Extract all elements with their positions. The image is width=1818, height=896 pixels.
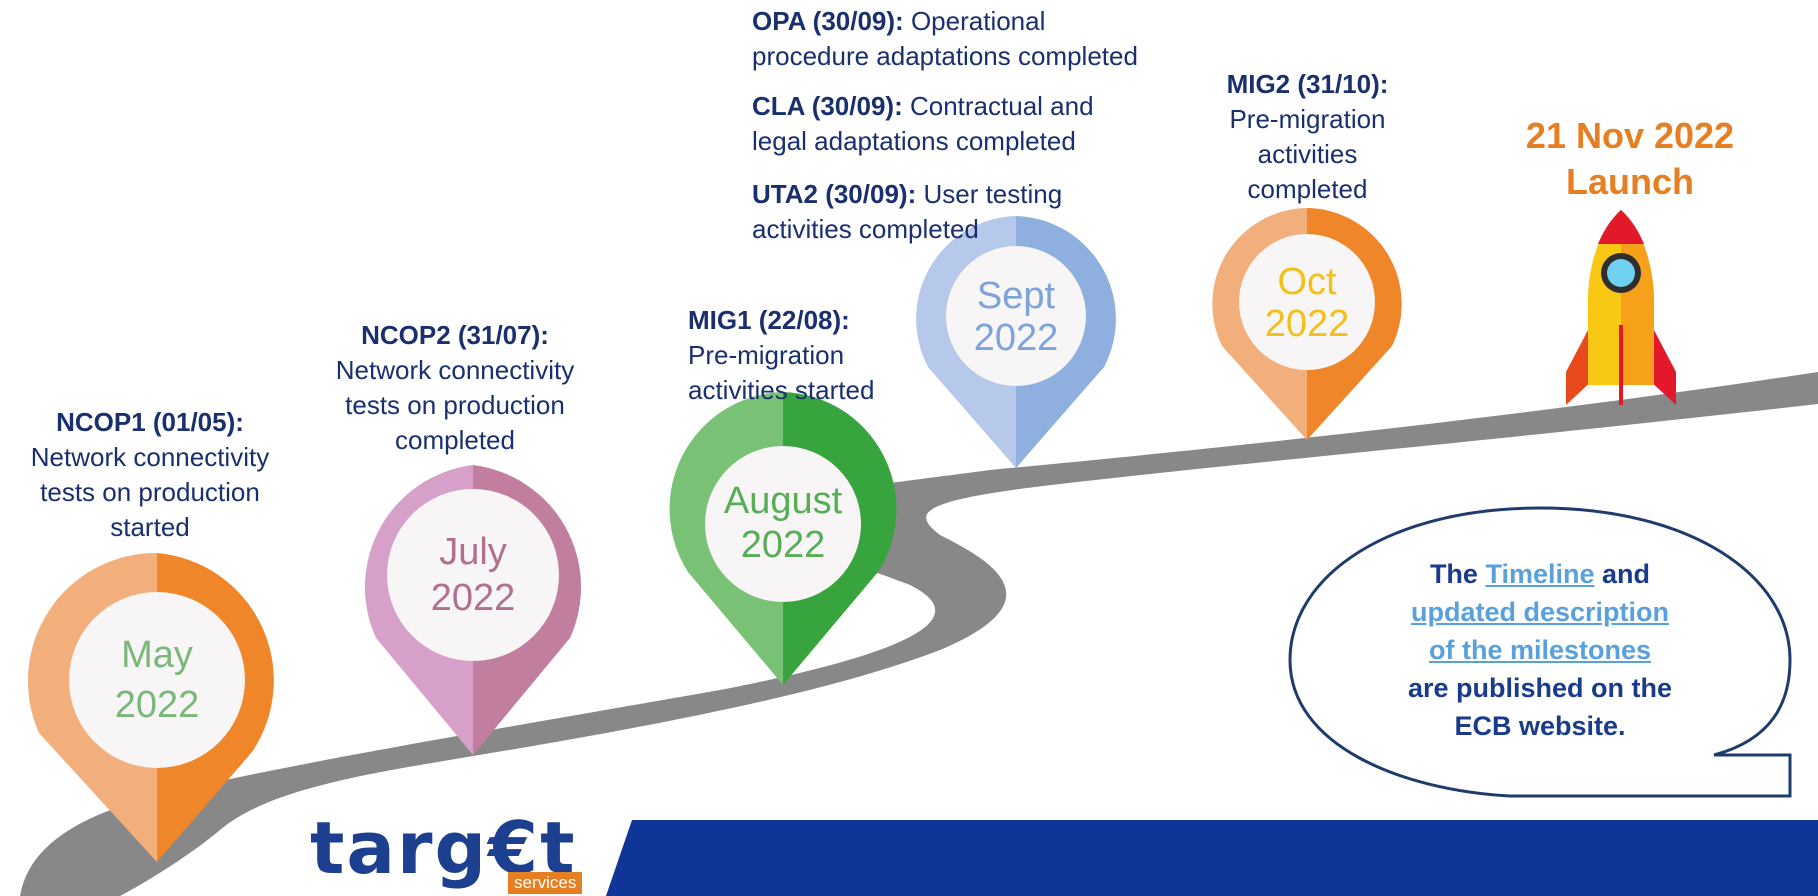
bubble-line4: are published on the xyxy=(1407,673,1673,703)
milestone-mig2-line1: Pre-migration xyxy=(1229,104,1386,134)
milestone-opa-code: OPA (30/09): xyxy=(752,6,904,36)
milestone-opa-desc: Operational xyxy=(910,6,1046,36)
pin-sept: Sept 2022 xyxy=(916,216,1116,468)
target-services-logo: targ€t services xyxy=(310,806,610,896)
milestone-opa-line2: procedure adaptations completed xyxy=(752,41,1138,71)
bubble-and: and xyxy=(1602,559,1651,589)
milestone-uta2-code: UTA2 (30/09): xyxy=(752,179,917,209)
milestone-cla-line2: legal adaptations completed xyxy=(752,126,1076,156)
milestone-uta2-line2: activities completed xyxy=(752,214,979,244)
pin-may-face xyxy=(69,592,245,768)
milestone-ncop1: NCOP1 (01/05): Network connectivity test… xyxy=(0,405,300,545)
milestones-description-link-line1[interactable]: updated description xyxy=(1410,597,1670,627)
pin-august: August 2022 xyxy=(669,392,897,685)
pin-sept-face xyxy=(946,246,1086,386)
milestone-uta2-desc: User testing xyxy=(923,179,1063,209)
pin-july: July 2022 xyxy=(364,465,582,755)
milestone-mig2-line3: completed xyxy=(1247,174,1368,204)
pin-august-face xyxy=(705,446,861,602)
pin-july-year: 2022 xyxy=(431,577,516,619)
footer-band xyxy=(606,820,1818,896)
pin-oct-year: 2022 xyxy=(1265,303,1350,345)
launch-label: 21 Nov 2022 Launch xyxy=(1480,113,1780,205)
pin-oct-month: Oct xyxy=(1277,261,1337,303)
milestone-uta2: UTA2 (30/09): User testing activities co… xyxy=(752,177,1212,247)
milestone-ncop1-code: NCOP1 (01/05): xyxy=(56,407,244,437)
milestone-mig1: MIG1 (22/08): Pre-migration activities s… xyxy=(688,303,988,408)
pin-may-year: 2022 xyxy=(115,684,200,726)
bubble-the: The xyxy=(1429,559,1478,589)
milestone-mig1-line2: activities started xyxy=(688,375,875,405)
milestone-ncop1-line3: started xyxy=(110,512,190,542)
milestone-mig1-line1: Pre-migration xyxy=(688,340,845,370)
milestone-ncop2-code: NCOP2 (31/07): xyxy=(361,320,549,350)
road xyxy=(20,372,1818,896)
milestone-mig2-code: MIG2 (31/10): xyxy=(1226,69,1389,99)
launch-text: Launch xyxy=(1565,161,1694,202)
speech-bubble xyxy=(1288,506,1792,798)
pin-july-face xyxy=(387,489,559,661)
pin-sept-month: Sept xyxy=(977,275,1056,317)
rocket-icon xyxy=(1566,210,1676,405)
pin-august-year: 2022 xyxy=(741,524,826,566)
pin-sept-year: 2022 xyxy=(974,317,1059,359)
logo-subtitle: services xyxy=(508,872,583,894)
milestone-ncop1-line2: tests on production xyxy=(40,477,260,507)
bubble-line5: ECB website. xyxy=(1454,711,1626,741)
launch-date: 21 Nov 2022 xyxy=(1525,115,1735,156)
milestone-ncop2-line2: tests on production xyxy=(345,390,565,420)
pin-may: May 2022 xyxy=(27,552,274,862)
pin-oct: Oct 2022 xyxy=(1212,208,1402,440)
milestone-cla-desc: Contractual and xyxy=(909,91,1094,121)
pin-may-month: May xyxy=(121,634,193,676)
milestone-opa: OPA (30/09): Operational procedure adapt… xyxy=(752,4,1212,74)
pin-july-month: July xyxy=(439,531,507,573)
milestone-ncop2-line3: completed xyxy=(395,425,515,455)
milestone-ncop1-line1: Network connectivity xyxy=(30,442,270,472)
milestone-cla: CLA (30/09): Contractual and legal adapt… xyxy=(752,89,1212,159)
pin-oct-face xyxy=(1239,234,1375,370)
milestone-mig2-line2: activities xyxy=(1257,139,1358,169)
milestones-description-link-line2[interactable]: of the milestones xyxy=(1428,635,1652,665)
milestone-ncop2: NCOP2 (31/07): Network connectivity test… xyxy=(310,318,600,458)
milestone-mig2: MIG2 (31/10): Pre-migration activities c… xyxy=(1185,67,1430,207)
timeline-link[interactable]: Timeline xyxy=(1485,559,1595,589)
pin-august-month: August xyxy=(724,480,843,522)
milestone-mig1-code: MIG1 (22/08): xyxy=(688,305,850,335)
milestone-cla-code: CLA (30/09): xyxy=(752,91,903,121)
milestone-ncop2-line1: Network connectivity xyxy=(335,355,575,385)
bubble-text: The Timeline and updated description of … xyxy=(1340,555,1740,745)
